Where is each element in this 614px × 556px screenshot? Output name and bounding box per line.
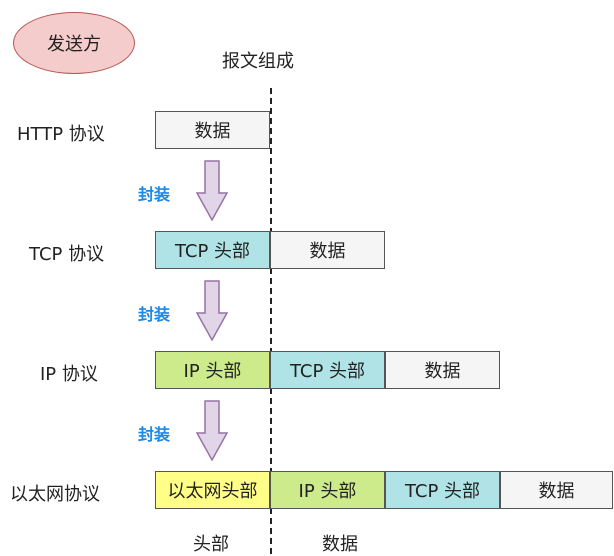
eth-row-tcp-header-box: TCP 头部 <box>385 471 500 509</box>
segment-label: 数据 <box>309 241 346 262</box>
down-arrow-icon <box>195 400 229 462</box>
segment-label: TCP 头部 <box>174 241 251 262</box>
segment-label: 数据 <box>194 121 231 142</box>
protocol-label-http: HTTP 协议 <box>17 124 105 145</box>
protocol-label-ip: IP 协议 <box>40 364 98 385</box>
protocol-label-ethernet: 以太网协议 <box>10 484 100 505</box>
encapsulate-label-1: 封装 <box>138 185 171 204</box>
segment-label: TCP 头部 <box>289 361 366 382</box>
tcp-header-box: TCP 头部 <box>155 231 270 269</box>
tcp-data-box: 数据 <box>270 231 385 269</box>
eth-row-ip-header-box: IP 头部 <box>270 471 385 509</box>
segment-label: IP 头部 <box>298 481 357 502</box>
sender-ellipse: 发送方 <box>13 12 135 74</box>
segment-label: 以太网头部 <box>167 481 258 502</box>
eth-row-data-box: 数据 <box>500 471 613 509</box>
http-data-box: 数据 <box>155 111 270 149</box>
segment-label: 数据 <box>538 481 575 502</box>
bottom-label-header: 头部 <box>193 534 229 555</box>
ip-row-tcp-header-box: TCP 头部 <box>270 351 385 389</box>
down-arrow-icon <box>195 160 229 222</box>
encapsulate-label-2: 封装 <box>138 305 171 324</box>
protocol-label-tcp: TCP 协议 <box>29 244 105 265</box>
segment-label: 数据 <box>424 361 461 382</box>
segment-label: TCP 头部 <box>404 481 481 502</box>
encapsulate-label-3: 封装 <box>138 425 171 444</box>
bottom-label-data: 数据 <box>322 534 358 555</box>
header-data-divider <box>270 88 272 554</box>
diagram-title: 报文组成 <box>222 51 294 72</box>
ip-header-box: IP 头部 <box>155 351 270 389</box>
ethernet-header-box: 以太网头部 <box>155 471 270 509</box>
down-arrow-icon <box>195 280 229 342</box>
sender-label: 发送方 <box>47 34 101 55</box>
segment-label: IP 头部 <box>183 361 242 382</box>
ip-row-data-box: 数据 <box>385 351 500 389</box>
